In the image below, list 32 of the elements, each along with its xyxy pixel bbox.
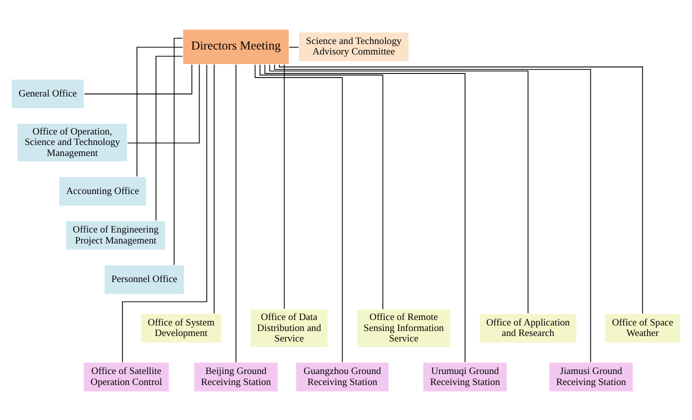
node-box: Accounting Office bbox=[58, 176, 147, 206]
connector bbox=[260, 64, 384, 309]
connector bbox=[174, 37, 184, 265]
connector bbox=[127, 64, 200, 143]
connector bbox=[264, 64, 466, 362]
connector bbox=[254, 64, 343, 362]
node-box: Urumuqi Ground Receiving Station bbox=[422, 361, 508, 392]
connector bbox=[136, 46, 184, 176]
node-box: Beijing Ground Receiving Station bbox=[193, 361, 278, 392]
connector bbox=[279, 64, 643, 314]
node-box: Office of Application and Research bbox=[478, 312, 578, 343]
connector bbox=[156, 55, 184, 220]
node-box: Guangzhou Ground Receiving Station bbox=[295, 361, 390, 392]
connector bbox=[214, 64, 215, 314]
connector bbox=[84, 64, 192, 94]
node-box: Jiamusi Ground Receiving Station bbox=[548, 361, 634, 392]
node-box: Office of Engineering Project Management bbox=[65, 220, 166, 250]
connector bbox=[288, 46, 299, 48]
node-box: Office of Remote Sensing Information Service bbox=[356, 308, 452, 348]
connector bbox=[269, 64, 528, 314]
node-box: Personnel Office bbox=[104, 264, 185, 294]
connector bbox=[122, 64, 208, 362]
node-box: Office of Satellite Operation Control bbox=[82, 361, 170, 392]
connector bbox=[274, 64, 592, 362]
connector bbox=[284, 64, 285, 309]
node-box: Office of System Development bbox=[140, 312, 222, 343]
node-box: Office of Data Distribution and Service bbox=[250, 308, 328, 348]
node-box: General Office bbox=[10, 78, 85, 109]
node-box: Office of Space Weather bbox=[604, 312, 682, 343]
node-box: Office of Operation, Science and Technology Management bbox=[16, 122, 128, 162]
node-box: Science and Technology Advisory Committee bbox=[298, 31, 410, 62]
node-box: Directors Meeting bbox=[182, 28, 290, 64]
